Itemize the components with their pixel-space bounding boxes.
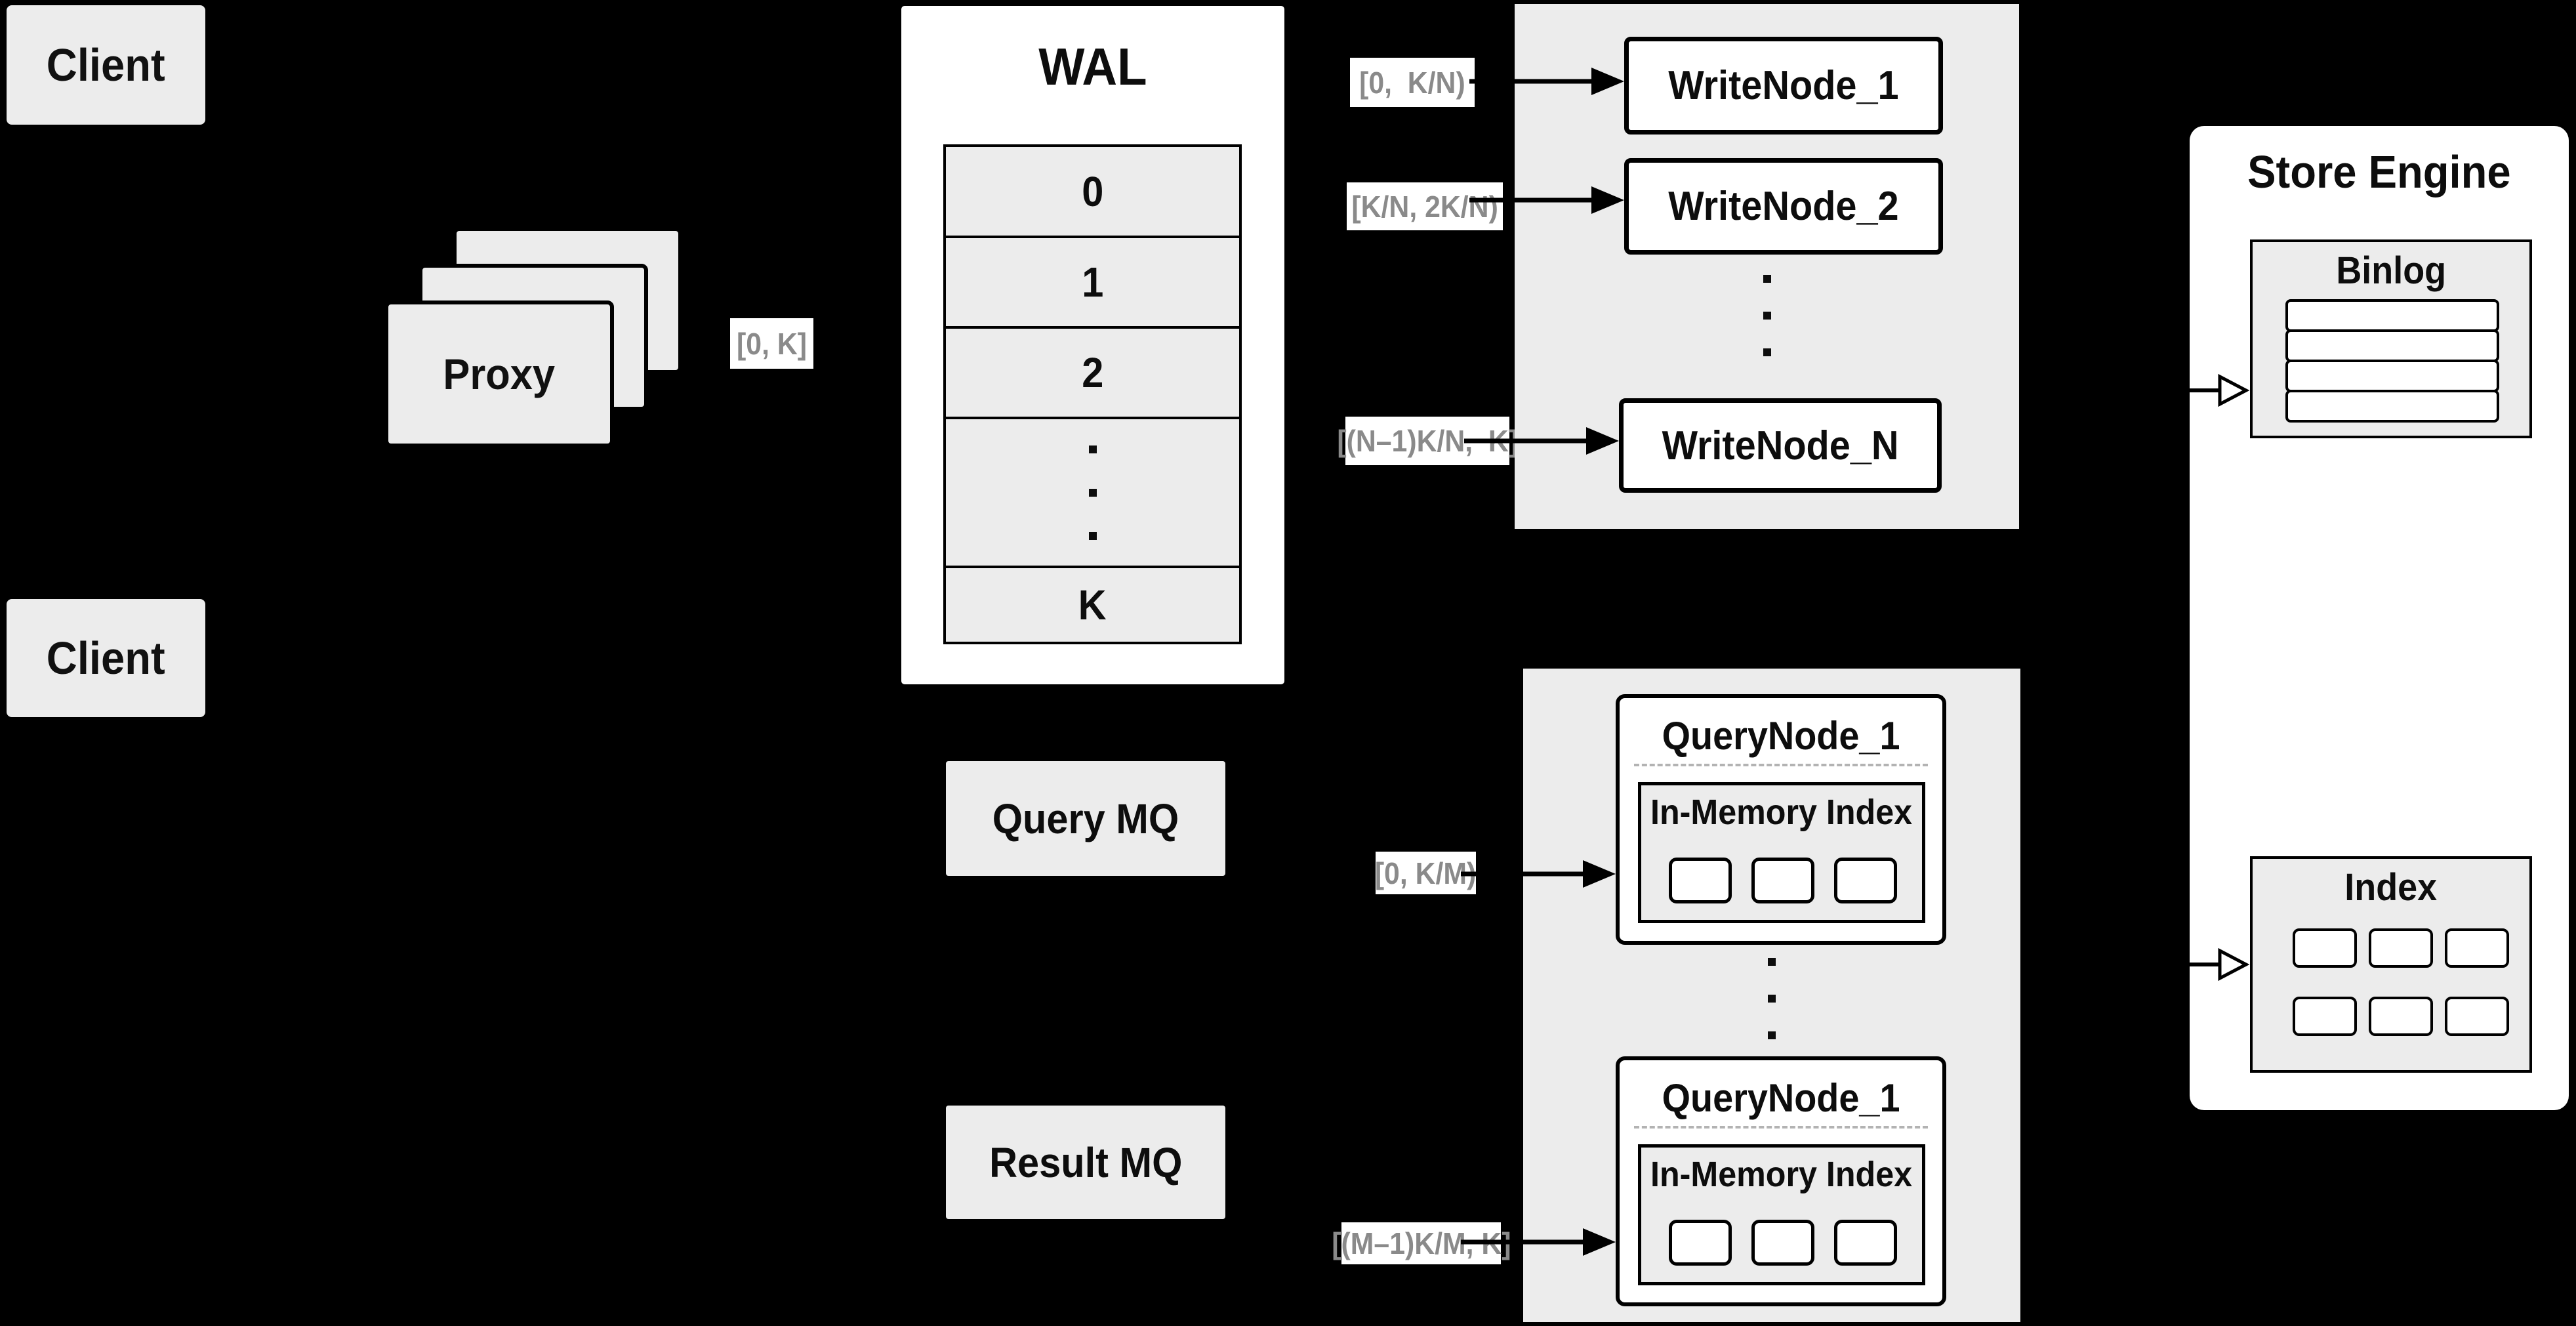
binlog-title: Binlog — [2336, 249, 2446, 292]
binlog-rows — [2285, 299, 2499, 423]
inmemory-index-cells — [1669, 858, 1897, 903]
wal-title: WAL — [1038, 37, 1147, 96]
ellipsis-dots-icon — [1088, 445, 1097, 540]
client-top-label: Client — [47, 39, 165, 91]
index-cells — [2293, 928, 2509, 1036]
store-engine-box: Store Engine Binlog Index — [2190, 126, 2569, 1110]
arrow-to-writenode-2 — [1469, 186, 1624, 214]
index-box: Index — [2250, 856, 2532, 1073]
proxy-label: Proxy — [443, 350, 556, 398]
querynode-2-inmemory-index: In-Memory Index — [1638, 1144, 1925, 1285]
querynode-1-box: QueryNode_1 In-Memory Index — [1616, 694, 1946, 945]
writenode-2-box: WriteNode_2 — [1624, 158, 1943, 255]
arrow-to-binlog — [2188, 373, 2250, 407]
binlog-row — [2285, 299, 2499, 332]
index-cell — [2369, 928, 2433, 968]
index-cell — [1751, 858, 1814, 903]
querynode-2-title: QueryNode_1 — [1662, 1075, 1900, 1120]
wal-segment-1: 1 — [943, 236, 1242, 329]
index-cell — [2445, 928, 2509, 968]
inmemory-index-cells — [1669, 1220, 1897, 1266]
arrow-to-writenode-n — [1464, 427, 1619, 455]
index-cell — [2293, 928, 2357, 968]
proxy-range-label: [0, K] — [730, 318, 813, 369]
querynode-1-title: QueryNode_1 — [1662, 713, 1900, 758]
index-cell — [1834, 1220, 1897, 1266]
arrow-to-index — [2188, 947, 2250, 982]
store-engine-title: Store Engine — [2247, 146, 2511, 197]
result-mq-box: Result MQ — [946, 1106, 1225, 1219]
writenode-1-box: WriteNode_1 — [1624, 37, 1943, 135]
inmemory-index-title: In-Memory Index — [1650, 1155, 1913, 1194]
wal-segment-k: K — [943, 566, 1242, 644]
querynode-2-box: QueryNode_1 In-Memory Index — [1616, 1056, 1946, 1306]
client-bottom-label: Client — [47, 632, 165, 684]
binlog-box: Binlog — [2250, 239, 2532, 438]
arrow-to-querynode-1 — [1461, 860, 1616, 888]
index-cell — [2445, 997, 2509, 1036]
client-box-bottom: Client — [7, 599, 205, 717]
querynode-group-panel: QueryNode_1 In-Memory Index QueryNode_1 — [1523, 669, 2020, 1322]
querynode-1-inmemory-index: In-Memory Index — [1638, 782, 1925, 923]
writenode-2-range-label: [K/N, 2K/N) — [1347, 182, 1503, 230]
wal-segment-ellipsis — [943, 417, 1242, 568]
query-mq-box: Query MQ — [946, 761, 1225, 876]
querynode-ellipsis-dots-icon — [1523, 958, 2020, 1039]
arrow-to-querynode-2 — [1461, 1228, 1616, 1256]
binlog-row — [2285, 360, 2499, 392]
wal-segment-2: 2 — [943, 326, 1242, 419]
client-box-top: Client — [7, 5, 205, 125]
index-cell — [2369, 997, 2433, 1036]
index-cell — [1751, 1220, 1814, 1266]
writenode-1-range-label: [0, K/N) — [1350, 58, 1475, 107]
index-title: Index — [2344, 865, 2438, 909]
arrow-to-writenode-1 — [1469, 68, 1624, 95]
index-cell — [1669, 858, 1732, 903]
querynode-1-divider — [1634, 764, 1928, 766]
wal-segment-list: 0 1 2 K — [943, 144, 1242, 644]
wal-segment-0: 0 — [943, 144, 1242, 238]
writenode-n-box: WriteNode_N — [1619, 398, 1942, 493]
binlog-row — [2285, 329, 2499, 362]
querynode-2-divider — [1634, 1126, 1928, 1129]
writenode-ellipsis-dots-icon — [1515, 275, 2019, 356]
inmemory-index-title: In-Memory Index — [1650, 793, 1913, 832]
wal-box: WAL 0 1 2 K — [898, 3, 1288, 688]
binlog-row — [2285, 390, 2499, 423]
proxy-card-front: Proxy — [384, 300, 614, 447]
index-cell — [2293, 997, 2357, 1036]
index-cell — [1834, 858, 1897, 903]
index-cell — [1669, 1220, 1732, 1266]
